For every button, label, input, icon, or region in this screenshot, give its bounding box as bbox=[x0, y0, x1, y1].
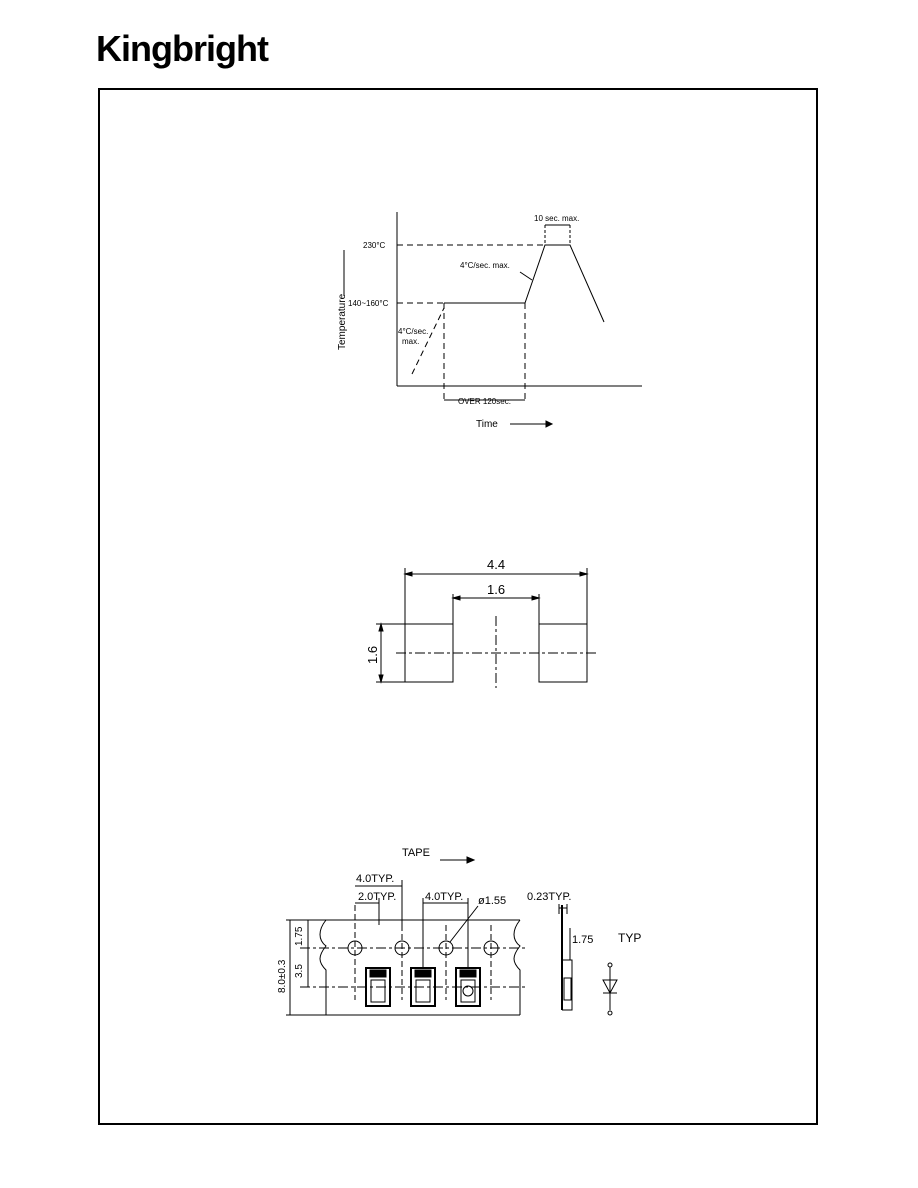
thickness-label: 0.23TYP. bbox=[527, 891, 571, 903]
typ-label: TYP bbox=[618, 931, 641, 945]
edge-to-hole-label: 1.75 bbox=[294, 926, 305, 946]
initial-ramp-label-2: max. bbox=[402, 337, 419, 346]
tape-left-break bbox=[319, 919, 327, 1015]
tape-side-view bbox=[558, 904, 573, 1011]
tape-right-break bbox=[513, 919, 521, 1015]
initial-ramp-line bbox=[411, 307, 445, 375]
profile-curve bbox=[444, 244, 605, 323]
reflow-profile-labels: 230°C 140~160°C 10 sec. max. 4°C/sec. ma… bbox=[337, 214, 579, 430]
hole-to-center-label: 3.5 bbox=[294, 964, 305, 978]
x-axis-label: Time bbox=[476, 419, 498, 430]
pitch-outer-label: 4.0TYP. bbox=[356, 873, 394, 885]
pad-height-label: 1.6 bbox=[365, 646, 380, 664]
preheat-time-label: OVER 120sec. bbox=[458, 397, 511, 406]
y-axis-label: Temperature bbox=[337, 293, 348, 350]
peak-temp-label: 230°C bbox=[363, 241, 386, 250]
tape-direction-label: TAPE bbox=[402, 847, 430, 859]
ramp-leader bbox=[519, 271, 533, 281]
side-depth-label: 1.75 bbox=[572, 934, 593, 946]
pocket-1 bbox=[365, 967, 391, 1007]
preheat-temp-label: 140~160°C bbox=[348, 299, 389, 308]
hole-diameter-leader bbox=[449, 905, 479, 943]
gap-label: 1.6 bbox=[487, 582, 505, 597]
brand-logo: Kingbright bbox=[96, 28, 269, 69]
initial-ramp-label: 4°C/sec. bbox=[398, 327, 428, 336]
pad-layout-labels: 4.4 1.6 1.6 bbox=[365, 557, 505, 664]
pad-layout-diagram bbox=[376, 568, 597, 688]
ramp-up-label: 4°C/sec. max. bbox=[460, 261, 510, 270]
page-frame bbox=[98, 88, 818, 1125]
diode-symbol bbox=[602, 962, 618, 1016]
pitch-inner-label: 4.0TYP. bbox=[425, 891, 463, 903]
tape-width-label: 8.0±0.3 bbox=[277, 959, 288, 993]
overall-width-label: 4.4 bbox=[487, 557, 505, 572]
hole-offset-label: 2.0TYP. bbox=[358, 891, 396, 903]
hole-diameter-label: ø1.55 bbox=[478, 895, 506, 907]
tape-labels: TAPE 4.0TYP. 2.0TYP. 4.0TYP. ø1.55 0.23T… bbox=[277, 847, 641, 993]
peak-time-label: 10 sec. max. bbox=[534, 214, 579, 223]
reflow-profile-diagram bbox=[343, 212, 642, 428]
tape-diagram bbox=[286, 856, 525, 1016]
